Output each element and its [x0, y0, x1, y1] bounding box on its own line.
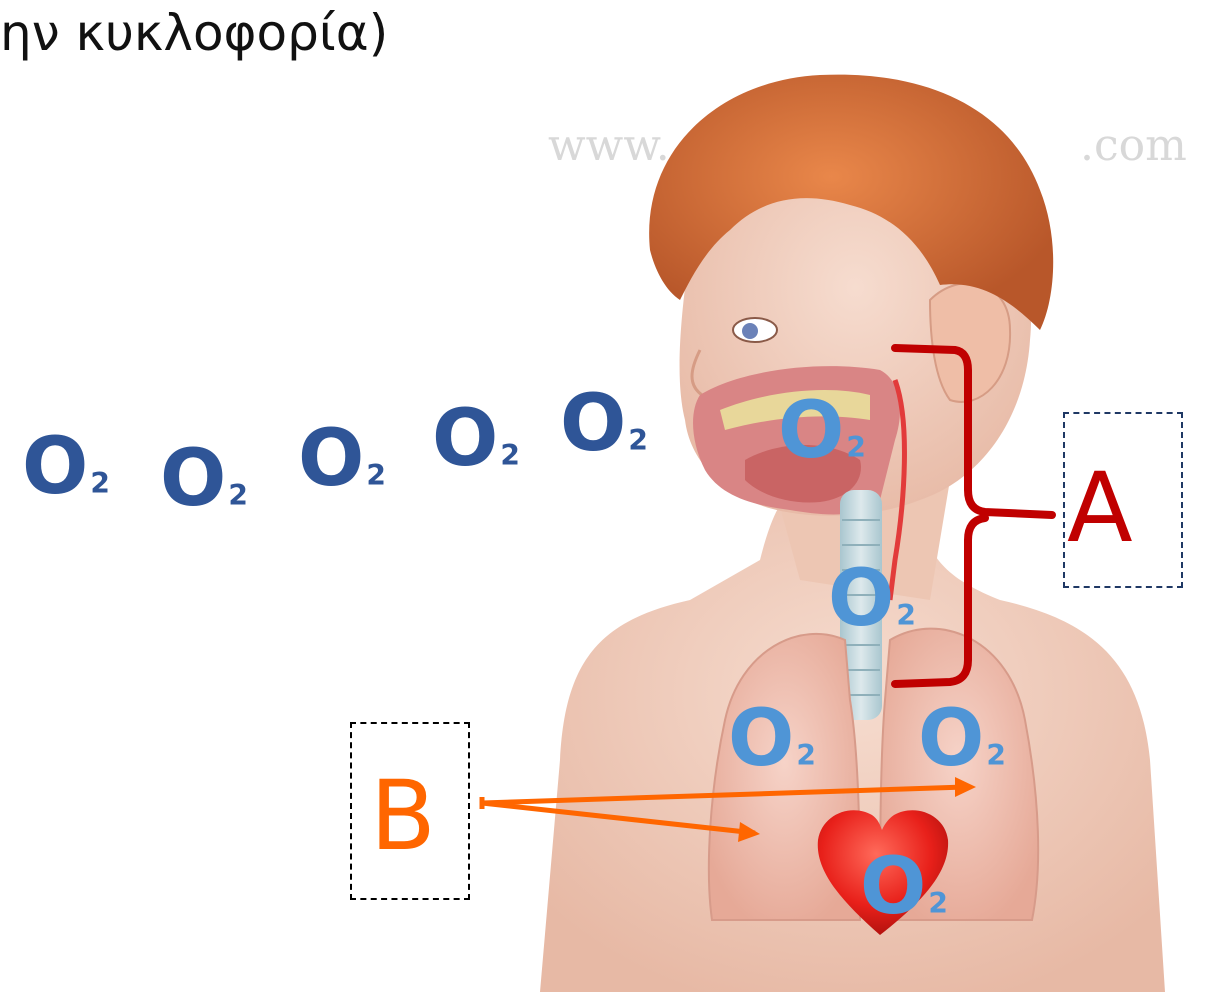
o2-label-heart: O2 — [860, 848, 948, 926]
o2-symbol: O — [560, 385, 626, 463]
o2-symbol: O — [828, 560, 894, 638]
o2-subscript: 2 — [500, 442, 520, 470]
o2-symbol: O — [918, 700, 984, 778]
o2-label-trachea: O2 — [828, 560, 916, 638]
o2-subscript: 2 — [366, 462, 386, 490]
o2-subscript: 2 — [90, 470, 110, 498]
label-a: A — [1067, 460, 1133, 556]
o2-subscript: 2 — [986, 742, 1006, 770]
o2-label-outside-2: O2 — [160, 440, 248, 518]
o2-subscript: 2 — [928, 890, 948, 918]
o2-symbol: O — [298, 420, 364, 498]
o2-label-outside-3: O2 — [298, 420, 386, 498]
o2-subscript: 2 — [896, 602, 916, 630]
o2-label-left-lung: O2 — [728, 700, 816, 778]
o2-subscript: 2 — [846, 434, 866, 462]
o2-symbol: O — [728, 700, 794, 778]
o2-label-outside-5: O2 — [560, 385, 648, 463]
label-b: B — [370, 768, 436, 864]
o2-subscript: 2 — [628, 427, 648, 455]
o2-label-outside-4: O2 — [432, 400, 520, 478]
watermark-text-1: www. — [548, 120, 670, 171]
o2-symbol: O — [778, 392, 844, 470]
o2-label-outside-1: O2 — [22, 428, 110, 506]
o2-symbol: O — [160, 440, 226, 518]
o2-label-mouth: O2 — [778, 392, 866, 470]
o2-subscript: 2 — [228, 482, 248, 510]
iris-shape — [742, 323, 758, 339]
o2-label-right-lung: O2 — [918, 700, 1006, 778]
o2-symbol: O — [432, 400, 498, 478]
watermark-text-2: .com — [1080, 120, 1187, 171]
o2-symbol: O — [860, 848, 926, 926]
o2-subscript: 2 — [796, 742, 816, 770]
o2-symbol: O — [22, 428, 88, 506]
